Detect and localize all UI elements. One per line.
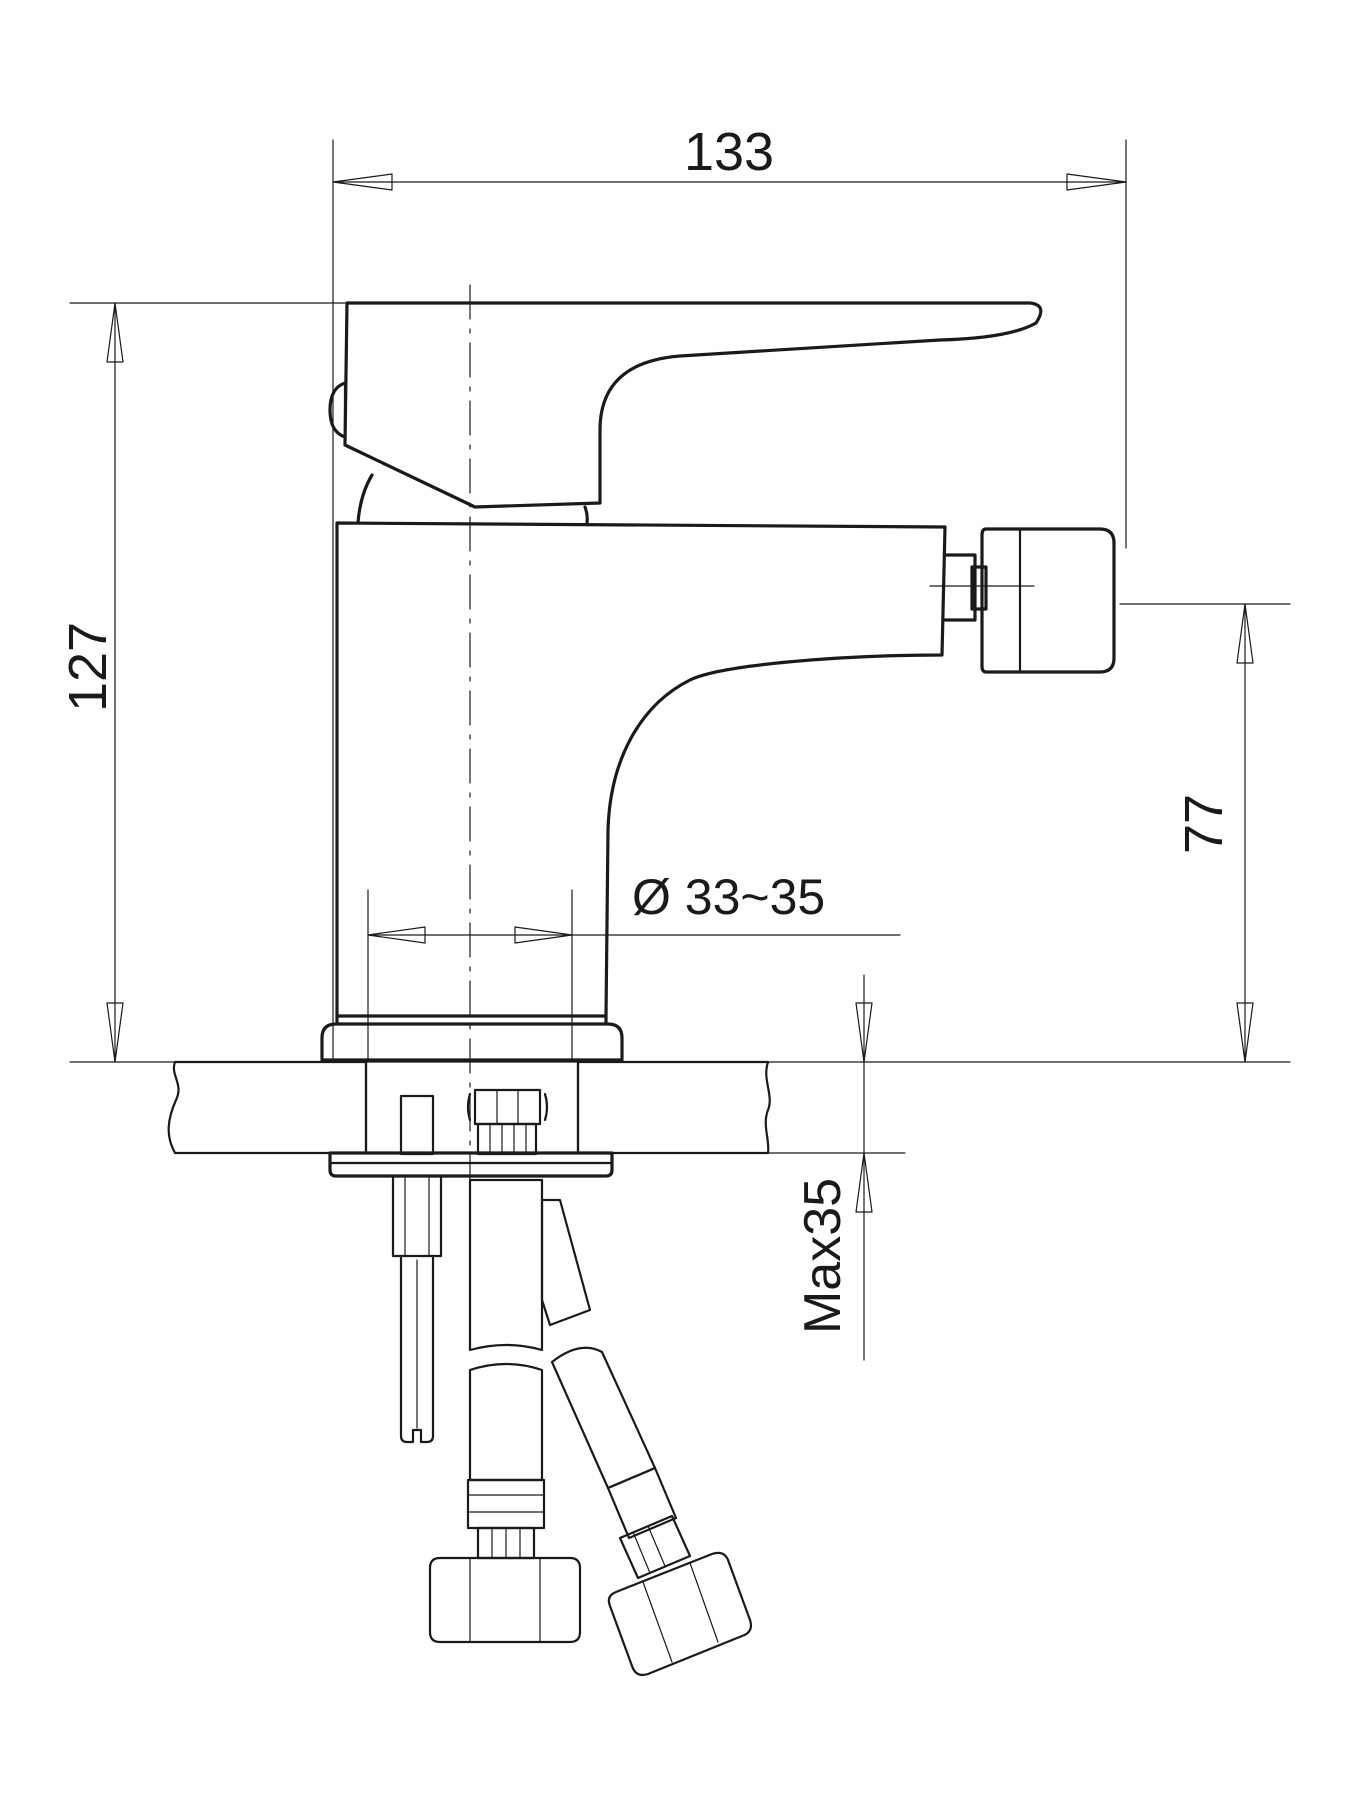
braided-hose-right xyxy=(540,1198,753,1677)
hole-diameter-dimension: Ø 33~35 xyxy=(367,869,901,1061)
deck-thickness-label: Max35 xyxy=(794,1178,852,1334)
braided-hose-left xyxy=(428,1178,582,1644)
width-dimension: 133 xyxy=(332,122,1127,1061)
countertop-left-section xyxy=(167,1060,368,1155)
deck-thickness-dimension: Max35 xyxy=(767,974,906,1361)
width-label: 133 xyxy=(684,122,774,182)
aerator-nozzle xyxy=(929,527,1116,674)
countertop-right-section xyxy=(576,1060,771,1155)
spout-height-label: 77 xyxy=(1174,794,1234,854)
hose-fitting xyxy=(466,1088,549,1156)
countertop xyxy=(69,1060,1291,1155)
height-dimension: 127 xyxy=(58,302,346,1063)
hole-diameter-label: Ø 33~35 xyxy=(632,869,825,925)
faucet-body xyxy=(320,521,947,1178)
spout-height-dimension: 77 xyxy=(1119,603,1291,1063)
height-label: 127 xyxy=(58,622,118,712)
mounting-rod xyxy=(391,1094,443,1444)
lever-handle xyxy=(328,301,1043,525)
